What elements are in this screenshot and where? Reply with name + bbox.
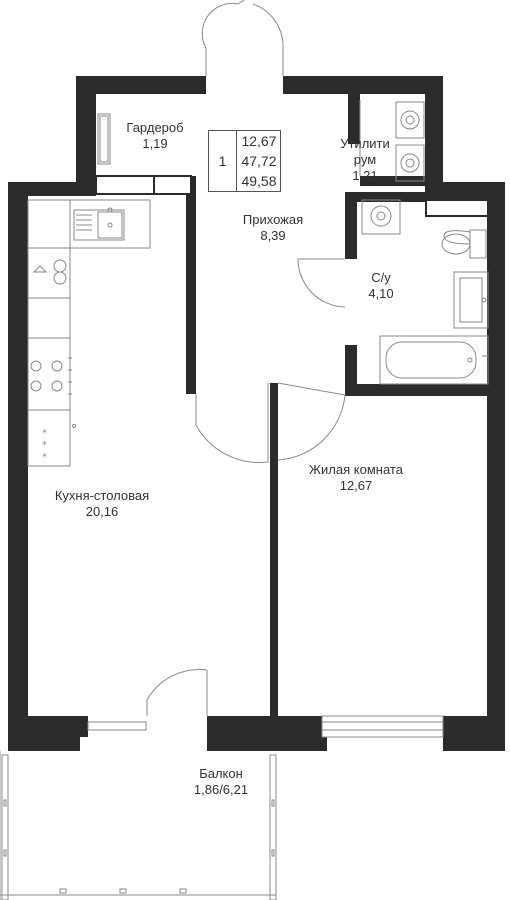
hall-name: Прихожая xyxy=(242,212,304,227)
windows xyxy=(87,715,444,738)
svg-text:*: * xyxy=(42,440,47,451)
kitchen-counter xyxy=(27,199,151,467)
area-total: 47,72 xyxy=(241,153,277,169)
utility-name-line2: рум xyxy=(353,152,377,167)
utility-name-line1: Утилити xyxy=(340,136,390,151)
dishwasher-icon: * * * xyxy=(42,424,76,463)
cooktop-icon xyxy=(30,357,72,395)
utility-area: 1,21 xyxy=(352,168,378,183)
area-living: 12,67 xyxy=(241,133,277,149)
area-values: 12,67 47,72 49,58 xyxy=(237,131,281,191)
area-with-balcony: 49,58 xyxy=(241,173,277,189)
hall-area: 8,39 xyxy=(260,228,286,243)
room-label-living: Жилая комната 12,67 xyxy=(296,462,416,494)
svg-text:*: * xyxy=(42,452,47,463)
balcony-name: Балкон xyxy=(199,766,243,781)
svg-text:*: * xyxy=(42,428,47,439)
doors xyxy=(146,0,346,716)
sink-icon xyxy=(73,207,125,241)
kitchen-area: 20,16 xyxy=(85,504,119,519)
washing-machines xyxy=(359,100,425,182)
living-area: 12,67 xyxy=(339,478,373,493)
room-label-wardrobe: Гардероб 1,19 xyxy=(112,120,198,152)
fridge-icon xyxy=(32,259,67,285)
room-label-hall: Прихожая 8,39 xyxy=(228,212,318,244)
room-label-utility: Утилити рум 1,21 xyxy=(334,136,396,184)
bathroom-name: С/у xyxy=(371,270,391,285)
room-count: 1 xyxy=(209,131,237,191)
living-name: Жилая комната xyxy=(309,462,403,477)
room-label-bathroom: С/у 4,10 xyxy=(358,270,404,302)
room-label-kitchen: Кухня-столовая 20,16 xyxy=(38,488,166,520)
wardrobe-shelf xyxy=(97,113,111,165)
balcony-outline xyxy=(0,751,277,900)
balcony-area: 1,86/6,21 xyxy=(193,782,249,797)
room-label-balcony: Балкон 1,86/6,21 xyxy=(176,766,266,798)
wardrobe-name: Гардероб xyxy=(126,120,184,135)
wardrobe-area: 1,19 xyxy=(142,136,168,151)
inner-wall-outlines xyxy=(95,175,489,217)
kitchen-name: Кухня-столовая xyxy=(54,488,150,503)
bathroom-area: 4,10 xyxy=(368,286,394,301)
apartment-summary: 1 12,67 47,72 49,58 xyxy=(208,130,281,192)
bathroom-fixtures xyxy=(361,199,489,385)
